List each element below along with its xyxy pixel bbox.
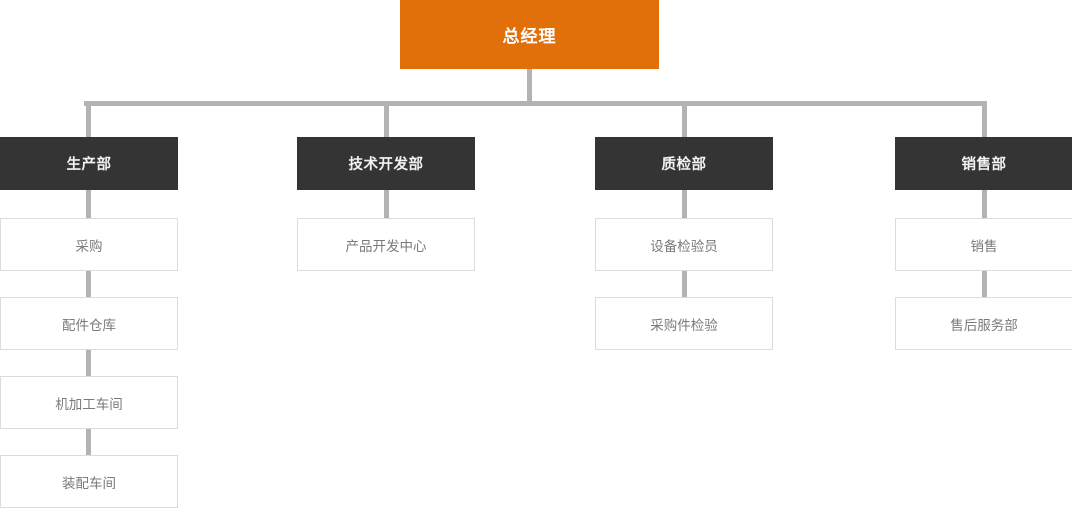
branch-drop-connector-quality xyxy=(682,101,687,137)
node-sub-production-3[interactable]: 装配车间 xyxy=(0,455,178,508)
child-link-connector-production-0 xyxy=(86,190,91,218)
branch-drop-connector-production xyxy=(86,101,91,137)
node-department-production[interactable]: 生产部 xyxy=(0,137,178,190)
child-link-connector-production-2 xyxy=(86,350,91,376)
child-link-connector-quality-0 xyxy=(682,190,687,218)
node-sub-quality-0[interactable]: 设备检验员 xyxy=(595,218,773,271)
node-department-quality[interactable]: 质检部 xyxy=(595,137,773,190)
branch-drop-connector-sales xyxy=(982,101,987,137)
child-link-connector-quality-1 xyxy=(682,271,687,297)
node-sub-production-1[interactable]: 配件仓库 xyxy=(0,297,178,350)
node-department-sales[interactable]: 销售部 xyxy=(895,137,1072,190)
node-general-manager[interactable]: 总经理 xyxy=(400,0,659,69)
child-link-connector-production-1 xyxy=(86,271,91,297)
trunk-vertical-connector xyxy=(527,69,532,102)
node-department-technology[interactable]: 技术开发部 xyxy=(297,137,475,190)
child-link-connector-technology-0 xyxy=(384,190,389,218)
child-link-connector-sales-1 xyxy=(982,271,987,297)
node-sub-sales-0[interactable]: 销售 xyxy=(895,218,1072,271)
node-sub-quality-1[interactable]: 采购件检验 xyxy=(595,297,773,350)
node-sub-sales-1[interactable]: 售后服务部 xyxy=(895,297,1072,350)
node-sub-production-0[interactable]: 采购 xyxy=(0,218,178,271)
child-link-connector-sales-0 xyxy=(982,190,987,218)
branch-drop-connector-technology xyxy=(384,101,389,137)
trunk-horizontal-connector xyxy=(84,101,987,106)
node-sub-production-2[interactable]: 机加工车间 xyxy=(0,376,178,429)
node-sub-technology-0[interactable]: 产品开发中心 xyxy=(297,218,475,271)
child-link-connector-production-3 xyxy=(86,429,91,455)
